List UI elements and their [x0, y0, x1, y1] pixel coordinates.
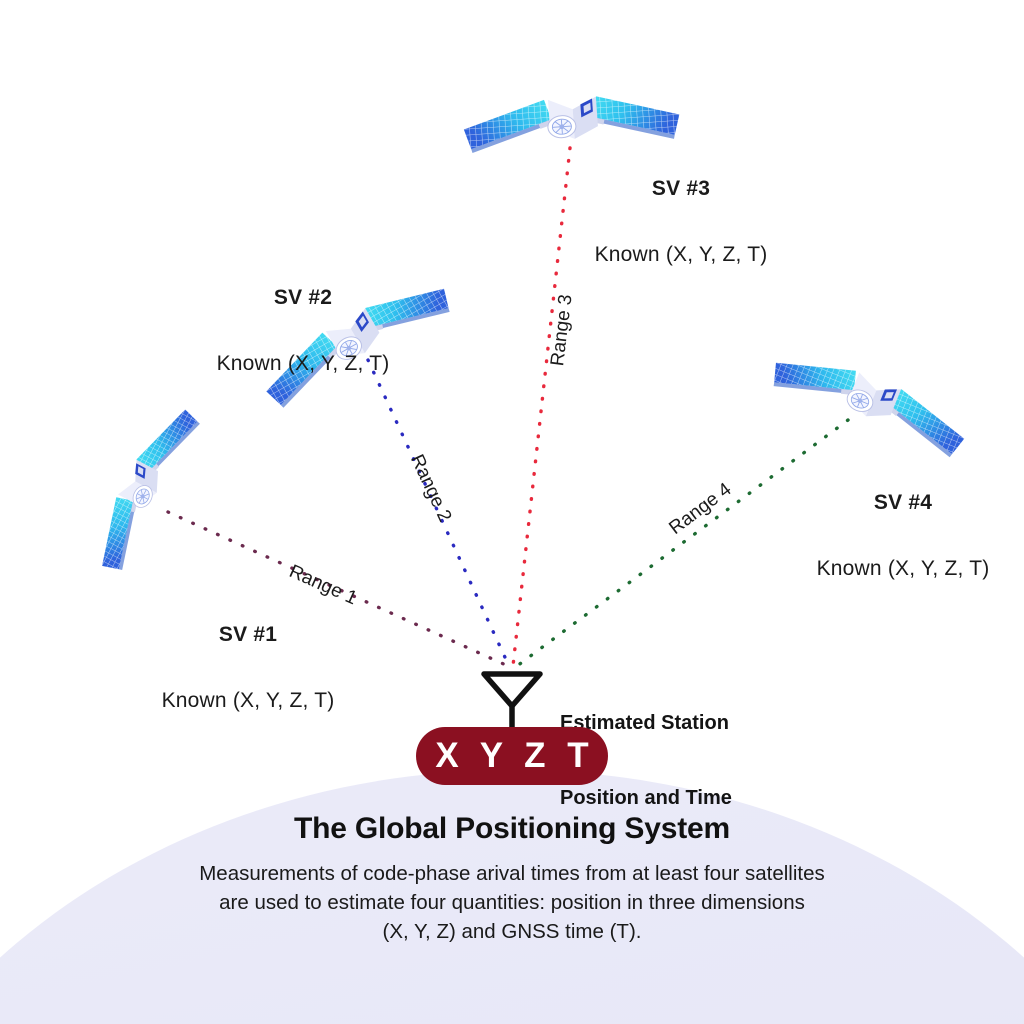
sv3-name: SV #3 [651, 177, 711, 200]
satellite-icon-sv1 [76, 395, 204, 576]
sv2-known: Known (X, Y, Z, T) [216, 352, 390, 376]
sv2-name: SV #2 [273, 286, 333, 309]
earth-surface [0, 770, 1024, 1024]
xyzt-badge-label: X Y Z T [435, 736, 595, 775]
sv4-label: SV #4 Known (X, Y, Z, T) [803, 450, 1003, 623]
sv3-label: SV #3 Known (X, Y, Z, T) [581, 136, 781, 309]
antenna-icon [481, 671, 543, 738]
range-line-4 [515, 418, 850, 668]
sv4-known: Known (X, Y, Z, T) [816, 557, 990, 581]
sv1-label: SV #1 Known (X, Y, Z, T) [148, 582, 348, 755]
range-line-2 [366, 358, 511, 668]
satellite-icon-sv4 [767, 331, 978, 461]
xyzt-badge: X Y Z T [416, 727, 608, 785]
range-line-3 [511, 146, 572, 668]
sv3-known: Known (X, Y, Z, T) [594, 243, 768, 267]
sv1-known: Known (X, Y, Z, T) [161, 689, 335, 713]
caption-block: The Global Positioning System Measuremen… [0, 812, 1024, 946]
estimated-station-line2: Position and Time [560, 787, 732, 809]
caption-body: Measurements of code-phase arival times … [199, 862, 825, 944]
page-title: The Global Positioning System [294, 812, 730, 845]
sv1-name: SV #1 [218, 623, 278, 646]
sv2-label: SV #2 Known (X, Y, Z, T) [203, 245, 403, 418]
sv4-name: SV #4 [873, 491, 933, 514]
range-lines [166, 146, 850, 668]
